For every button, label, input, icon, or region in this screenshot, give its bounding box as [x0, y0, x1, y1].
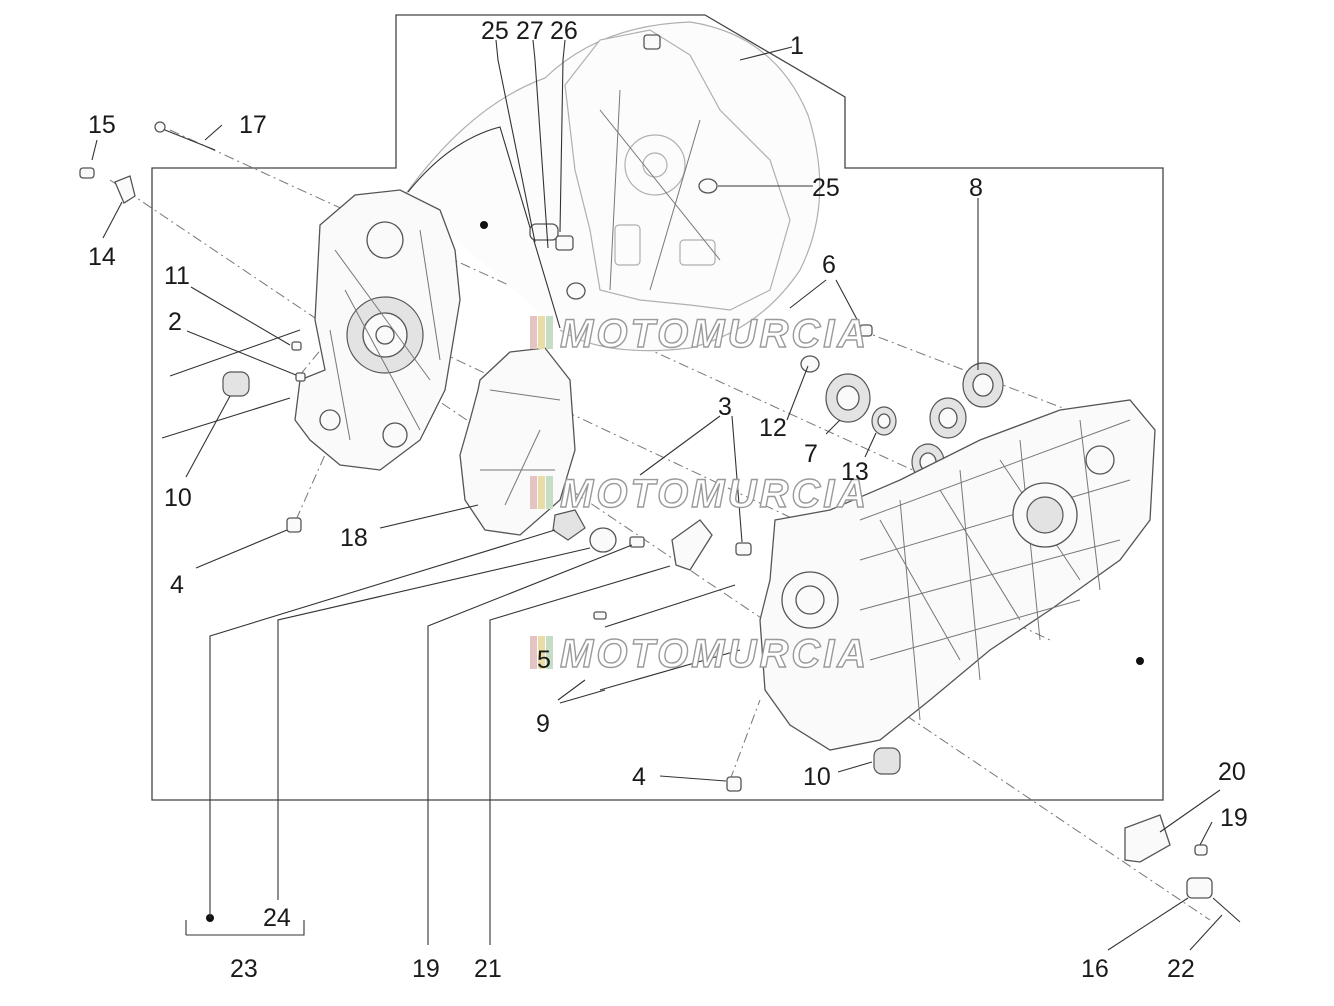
watermark-top: MOTOMURCIA: [530, 311, 869, 357]
right-crankcase-half: [759, 399, 1156, 751]
callout-17: 17: [239, 111, 267, 139]
callout-14: 14: [88, 243, 116, 271]
callout-16: 16: [1081, 955, 1109, 983]
callout-10-left: 10: [164, 484, 192, 512]
reference-dot: [1136, 657, 1144, 665]
watermark-text: MOTOMURCIA: [560, 312, 869, 356]
callout-19-bottom: 19: [412, 955, 440, 983]
small-parts-left: [79, 167, 306, 533]
callout-20: 20: [1218, 758, 1246, 786]
callout-3: 3: [718, 393, 732, 421]
assembly-frame: [151, 14, 1164, 801]
detail-bubble: [404, 21, 821, 352]
middle-parts: [552, 509, 752, 691]
callout-2: 2: [168, 308, 182, 336]
callout-15: 15: [88, 111, 116, 139]
watermark-bottom: MOTOMURCIA: [530, 631, 869, 677]
callout-22: 22: [1167, 955, 1195, 983]
right-small-parts: [726, 747, 1241, 923]
callout-1: 1: [790, 32, 804, 60]
callout-12: 12: [759, 414, 787, 442]
crankcase-gasket: [459, 347, 576, 536]
leader-lines: [91, 39, 1223, 951]
callout-6: 6: [822, 251, 836, 279]
callout-25-top: 25: [481, 17, 509, 45]
callout-9: 9: [536, 710, 550, 738]
watermark-middle: MOTOMURCIA: [530, 471, 869, 517]
callout-19-right: 19: [1220, 804, 1248, 832]
bearings-and-seals: [800, 324, 1004, 481]
callout-11: 11: [164, 262, 190, 290]
left-crankcase-half: [294, 189, 461, 471]
callout-8: 8: [969, 174, 983, 202]
callout-10-bottom: 10: [803, 763, 831, 791]
callout-4-left: 4: [170, 571, 184, 599]
callout-labels: 1 2 3 4 4 5 6 7 8 9 10 10 11 12 13 14 15…: [88, 17, 1248, 983]
callout-4-bottom: 4: [632, 763, 646, 791]
callout-13: 13: [841, 458, 869, 486]
callout-26: 26: [550, 17, 578, 45]
callout-24: 24: [263, 904, 291, 932]
callout-25-right: 25: [812, 174, 840, 202]
callout-23: 23: [230, 955, 258, 983]
reference-dot: [480, 221, 488, 229]
watermark-text: MOTOMURCIA: [560, 472, 869, 516]
callout-5: 5: [537, 646, 551, 674]
callout-21: 21: [474, 955, 502, 983]
callout-27: 27: [516, 17, 544, 45]
callout-18: 18: [340, 524, 368, 552]
watermark-text: MOTOMURCIA: [560, 632, 869, 676]
callout-7: 7: [804, 440, 818, 468]
